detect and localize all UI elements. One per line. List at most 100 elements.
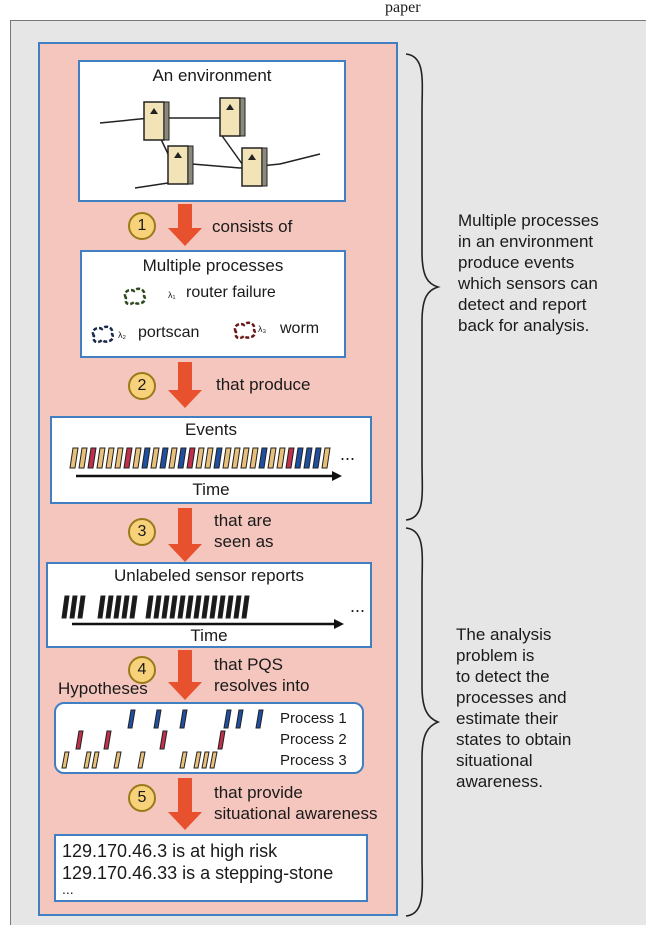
events-title: Events: [185, 420, 237, 439]
process-3-mark: [61, 751, 70, 769]
events-axis-label: Time: [192, 480, 230, 499]
environment-box: An environment: [78, 60, 346, 202]
sensor-report-mark: [193, 595, 202, 619]
arrow-4-shaft: [178, 650, 192, 684]
sensor-report-mark: [153, 595, 162, 619]
output-line-1: 129.170.46.3 is at high risk: [62, 841, 278, 861]
hypotheses-box: Process 1 Process 2 Process 3: [54, 702, 364, 774]
lower-note-line-2: problem is: [456, 646, 535, 665]
step-4-label-line-1: that PQS: [214, 655, 283, 674]
event-mark: [168, 447, 178, 469]
step-3-label-line-1: that are: [214, 511, 272, 530]
upper-note-line-6: back for analysis.: [458, 316, 590, 335]
server-icon-1: [143, 101, 170, 141]
lower-note-line-4: processes and: [456, 688, 567, 707]
events-sequence: [69, 447, 342, 481]
event-mark: [276, 447, 286, 469]
process-3-mark: [209, 751, 218, 769]
step-4-label-line-2: resolves into: [214, 676, 310, 695]
event-mark: [222, 447, 232, 469]
legend-process-3: Process 3: [280, 752, 347, 769]
sensor-report-mark: [77, 595, 86, 619]
event-mark: [159, 447, 169, 469]
sensor-report-mark: [161, 595, 170, 619]
event-mark: [177, 447, 187, 469]
sensor-report-mark: [201, 595, 210, 619]
step-2-badge: 2: [128, 372, 156, 400]
process-1-mark: [153, 709, 162, 729]
event-mark: [132, 447, 142, 469]
event-mark: [141, 447, 151, 469]
event-mark: [123, 447, 133, 469]
events-box: Events ... Time: [50, 416, 372, 504]
process-2-mark: [103, 730, 112, 750]
step-3-label-line-2: seen as: [214, 532, 274, 551]
sensor-time-axis-arrowhead: [334, 619, 344, 629]
step-5-badge: 5: [128, 784, 156, 812]
sensor-report-mark: [185, 595, 194, 619]
event-mark: [294, 447, 304, 469]
process-1-label: router failure: [186, 284, 276, 301]
step-1-badge: 1: [128, 212, 156, 240]
step-1-label: consists of: [212, 217, 293, 236]
upper-note-line-2: in an environment: [458, 232, 594, 251]
process-2-lambda: λ₂: [118, 330, 126, 340]
network-diagram: [99, 97, 321, 189]
event-mark: [312, 447, 322, 469]
event-mark: [285, 447, 295, 469]
sensor-report-mark: [69, 595, 78, 619]
lower-note-line-3: to detect the: [456, 667, 550, 686]
process-2-mark: [75, 730, 84, 750]
process-2-mark: [217, 730, 226, 750]
legend-process-1: Process 1: [280, 710, 347, 727]
legend-process-2: Process 2: [280, 731, 347, 748]
server-icon-2: [219, 97, 246, 137]
sensor-report-mark: [61, 595, 70, 619]
arrow-2-shaft: [178, 362, 192, 392]
arrow-4-head: [168, 682, 202, 700]
sensor-report-mark: [233, 595, 242, 619]
sensor-report-mark: [169, 595, 178, 619]
event-mark: [240, 447, 250, 469]
process-2-mark: [159, 730, 168, 750]
lower-note-line-7: situational: [456, 751, 533, 770]
sensor-report-mark: [105, 595, 114, 619]
sensor-report-mark: [217, 595, 226, 619]
sensor-report-mark: [97, 595, 106, 619]
lower-side-note: The analysis problem is to detect the pr…: [456, 624, 571, 792]
lower-note-line-6: states to obtain: [456, 730, 572, 749]
step-5-label-line-1: that provide: [214, 783, 303, 802]
event-mark: [186, 447, 196, 469]
process-3-mark: [179, 751, 188, 769]
sensor-report-mark: [121, 595, 130, 619]
process-2-label: portscan: [138, 324, 200, 341]
process-3-mark: [113, 751, 122, 769]
event-mark: [150, 447, 160, 469]
sensor-reports-box: Unlabeled sensor reports ... Time: [46, 562, 372, 648]
sensor-report-mark: [145, 595, 154, 619]
event-mark: [204, 447, 214, 469]
server-icon-4: [241, 147, 268, 187]
upper-note-line-3: produce events: [458, 253, 575, 272]
process-3-mark: [137, 751, 146, 769]
processes-title: Multiple processes: [142, 256, 284, 275]
process-1-mark: [223, 709, 232, 729]
event-mark: [258, 447, 268, 469]
process-1-mark: [179, 709, 188, 729]
process-1-mark: [127, 709, 136, 729]
event-mark: [69, 447, 79, 469]
upper-side-note: Multiple processes in an environment pro…: [458, 210, 599, 336]
sensor-reports-ellipsis: ...: [350, 596, 366, 616]
arrow-1-shaft: [178, 204, 192, 230]
sensor-report-mark: [129, 595, 138, 619]
event-mark: [249, 447, 259, 469]
events-ellipsis: ...: [340, 444, 356, 464]
process-3-mark: [201, 751, 210, 769]
events-time-axis-arrowhead: [332, 471, 342, 481]
event-mark: [321, 447, 331, 469]
upper-note-line-5: detect and report: [458, 295, 587, 314]
step-4-badge: 4: [128, 656, 156, 684]
output-box: 129.170.46.3 is at high risk 129.170.46.…: [54, 834, 368, 902]
pipeline-panel: An environment: [38, 42, 398, 916]
sensor-report-mark: [209, 595, 218, 619]
